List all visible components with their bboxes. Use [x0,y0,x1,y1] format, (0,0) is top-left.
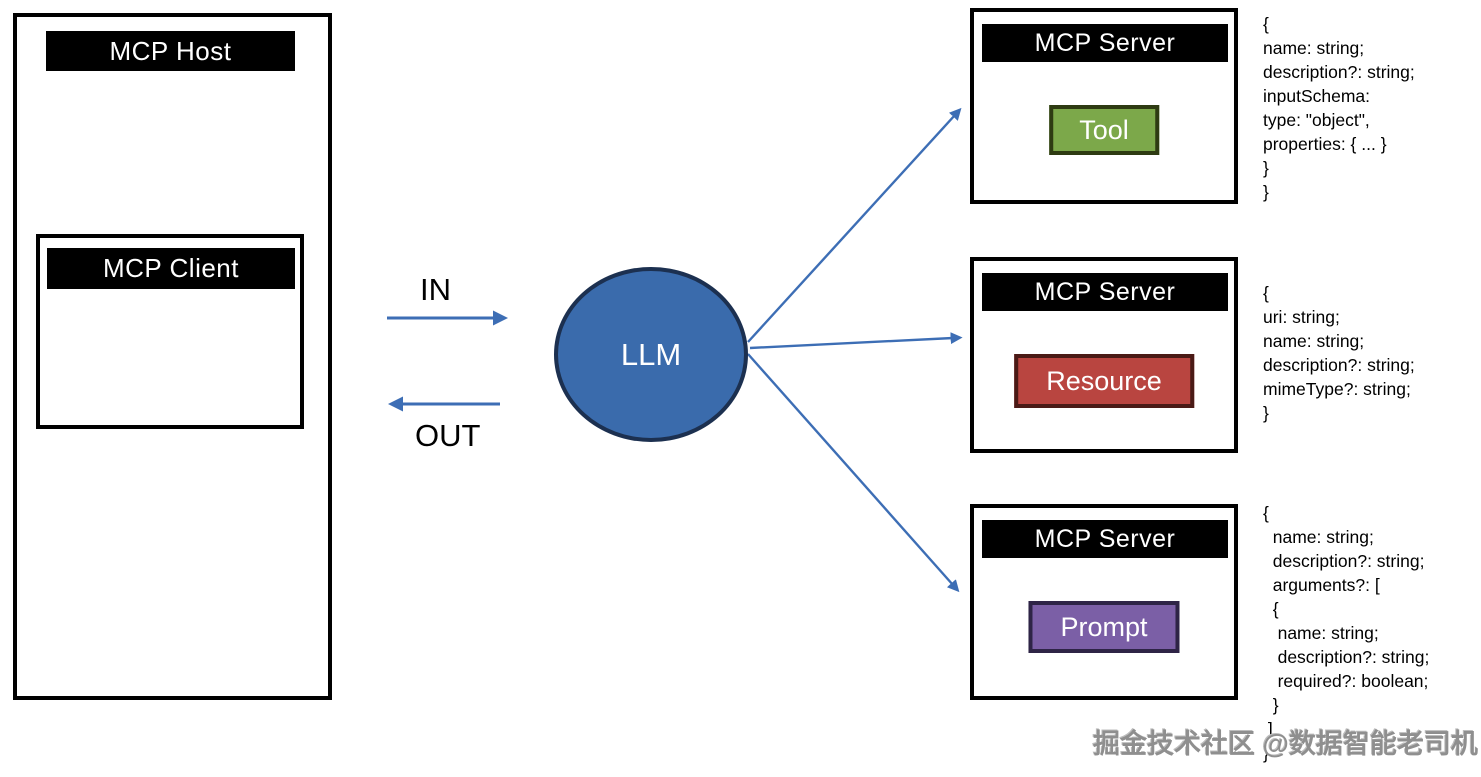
mcp-server-title: MCP Server [982,520,1228,558]
mcp-host-title: MCP Host [46,31,295,71]
tool-badge-label: Tool [1079,114,1129,145]
llm-to-prompt-server-arrow [747,353,960,593]
mcp-server-box-prompt: MCP Server Prompt [970,504,1238,700]
prompt-badge-label: Prompt [1060,611,1148,642]
mcp-server-title: MCP Server [982,273,1228,311]
resource-badge: Resource [1014,354,1194,408]
prompt-schema-text: { name: string; description?: string; ar… [1263,503,1430,763]
llm-label: LLM [620,336,682,372]
llm-to-resource-server-arrow [749,332,963,350]
resource-schema-text: { uri: string; name: string; description… [1263,283,1415,423]
prompt-badge: Prompt [1028,601,1180,653]
resource-badge-label: Resource [1046,365,1162,396]
mcp-client-title: MCP Client [47,248,295,289]
mcp-client-box: MCP Client [36,234,304,429]
llm-to-tool-server-arrow [747,107,962,343]
llm-circle: LLM [554,267,748,442]
out-label: OUT [415,418,481,453]
mcp-server-box-tool: MCP Server Tool [970,8,1238,204]
in-label: IN [420,272,451,307]
mcp-host-box: MCP Host MCP Client [13,13,332,700]
tool-schema-text: { name: string; description?: string; in… [1263,14,1415,202]
mcp-server-title: MCP Server [982,24,1228,62]
tool-badge: Tool [1049,105,1159,155]
watermark-text: 掘金技术社区 @数据智能老司机 [1093,729,1478,759]
mcp-server-box-resource: MCP Server Resource [970,257,1238,453]
